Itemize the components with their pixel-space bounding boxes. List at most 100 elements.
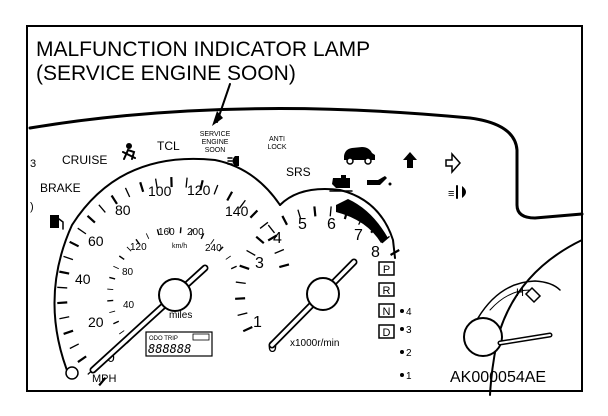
- kmh-tick-mark: [135, 238, 141, 245]
- speedometer-tick-mark: [185, 177, 188, 188]
- tach-tick-8: 8: [371, 244, 380, 261]
- speedometer-tick-mark: [199, 180, 204, 191]
- kmh-tick-mark: [230, 265, 237, 270]
- tachometer-tick-mark: [329, 206, 332, 217]
- tach-unit-label: x1000r/min: [290, 338, 339, 349]
- kmh-tick-mark: [113, 265, 119, 270]
- kmh-tick-mark: [200, 233, 205, 240]
- tachometer-tick-mark: [389, 249, 400, 256]
- gear-p-label: P: [383, 264, 390, 276]
- kmh-tick-mark: [109, 310, 116, 314]
- seatbelt-icon: [122, 143, 136, 160]
- speedometer-tick-mark: [63, 329, 74, 336]
- temperature-gauge-arc: [477, 280, 561, 319]
- svg-text:3: 3: [30, 158, 36, 170]
- brake-label: BRAKE: [40, 181, 81, 195]
- mph-unit-label: MPH: [92, 373, 117, 385]
- speedometer-tick-mark: [98, 204, 106, 213]
- speedometer-tick-mark: [69, 343, 80, 350]
- speedometer-tick-mark: [139, 181, 145, 193]
- fuel-icon: [50, 215, 64, 230]
- kmh-tick-mark: [179, 227, 182, 234]
- tachometer-tick-mark: [246, 249, 256, 256]
- tachometer-tick-mark: [255, 235, 265, 245]
- kmh-tick-200: 200: [187, 227, 204, 238]
- right-pod-outline: [489, 239, 583, 396]
- callout-title-line2: (SERVICE ENGINE SOON): [36, 62, 296, 85]
- tachometer-tick-mark: [237, 312, 248, 317]
- speedometer-tick-mark: [279, 263, 290, 269]
- speedometer-tick-mark: [77, 355, 87, 363]
- figure-code: AK000054AE: [450, 369, 546, 386]
- speedometer-tick-mark: [110, 194, 118, 205]
- anti-lock-label-2: LOCK: [267, 144, 286, 151]
- tach-tick-7: 7: [354, 227, 363, 244]
- speedometer-tick-mark: [86, 215, 96, 224]
- speedometer-tick-mark: [57, 301, 68, 305]
- upshift-icon: [403, 152, 417, 168]
- gear-mark-4: 4: [406, 307, 412, 318]
- dashboard-outline: [28, 107, 584, 220]
- service-engine-soon-label-3: SOON: [205, 147, 226, 154]
- mph-tick-80: 80: [115, 202, 131, 218]
- kmh-tick-160: 160: [158, 227, 175, 238]
- tachometer-tick-mark: [242, 325, 253, 333]
- kmh-tick-mark: [190, 229, 194, 236]
- speedometer-tick-mark: [59, 270, 70, 275]
- speedometer-tick-mark: [154, 178, 158, 189]
- kmh-tick-mark: [156, 229, 160, 236]
- kmh-unit-label: km/h: [172, 243, 187, 250]
- tachometer-redline: [336, 199, 388, 243]
- tachometer-bezel: [279, 188, 396, 259]
- odometer-value: 888888: [148, 342, 191, 356]
- temperature-gauge: H: [463, 280, 561, 357]
- speedometer-tick-marks: [57, 177, 290, 387]
- speedometer-tick-mark: [63, 255, 74, 261]
- gear-r-label: R: [383, 285, 391, 297]
- gear-d-label: D: [383, 327, 391, 339]
- temperature-needle-hub: [463, 317, 503, 357]
- speedometer-tick-mark: [57, 286, 68, 289]
- kmh-tick-mark: [107, 288, 114, 291]
- miles-label: miles: [169, 310, 192, 321]
- mph-tick-20: 20: [88, 314, 104, 330]
- odometer-display: [145, 331, 213, 357]
- mph-tick-60: 60: [88, 233, 104, 249]
- speedometer-tick-mark: [274, 248, 285, 254]
- kmh-tick-mark: [107, 299, 114, 302]
- kmh-tick-240: 240: [205, 243, 222, 254]
- service-engine-soon-label-2: ENGINE: [202, 139, 229, 146]
- srs-label: SRS: [286, 165, 311, 179]
- speedometer-tick-mark: [259, 221, 269, 229]
- oil-icon: [367, 176, 392, 186]
- gear-box-d: [378, 324, 395, 339]
- svg-text:): ): [30, 201, 34, 213]
- tach-tick-1: 1: [253, 314, 262, 331]
- tachometer-tick-mark: [235, 297, 246, 300]
- service-engine-soon-label-1: SERVICE: [200, 131, 231, 138]
- kmh-tick-mark: [113, 320, 120, 325]
- speedometer-tick-mark: [213, 184, 219, 195]
- kmh-tick-mark: [168, 227, 171, 234]
- tach-tick-3: 3: [255, 255, 264, 272]
- speedometer-tick-mark: [124, 187, 131, 198]
- trip-reset-box: [192, 333, 210, 341]
- speedometer-tick-mark: [249, 209, 259, 219]
- tcl-label: TCL: [157, 139, 180, 153]
- tachometer-tick-mark: [239, 264, 250, 270]
- kmh-tick-mark: [145, 233, 150, 239]
- speedometer-tick-mark: [69, 240, 80, 248]
- mph-tick-40: 40: [75, 271, 91, 287]
- trip-reset-knob: [65, 366, 79, 380]
- anti-lock-label-1: ANTI: [269, 136, 285, 143]
- kmh-tick-120: 120: [130, 242, 147, 253]
- gear-box-p: [378, 261, 395, 276]
- tachometer-tick-mark: [267, 224, 276, 234]
- tach-tick-4: 4: [273, 230, 282, 247]
- tachometer-hub: [306, 277, 340, 311]
- door-ajar-icon: [344, 147, 375, 165]
- kmh-tick-mark: [210, 239, 215, 245]
- tachometer-tick-mark: [297, 209, 302, 220]
- gear-mark-2: 2: [406, 348, 412, 359]
